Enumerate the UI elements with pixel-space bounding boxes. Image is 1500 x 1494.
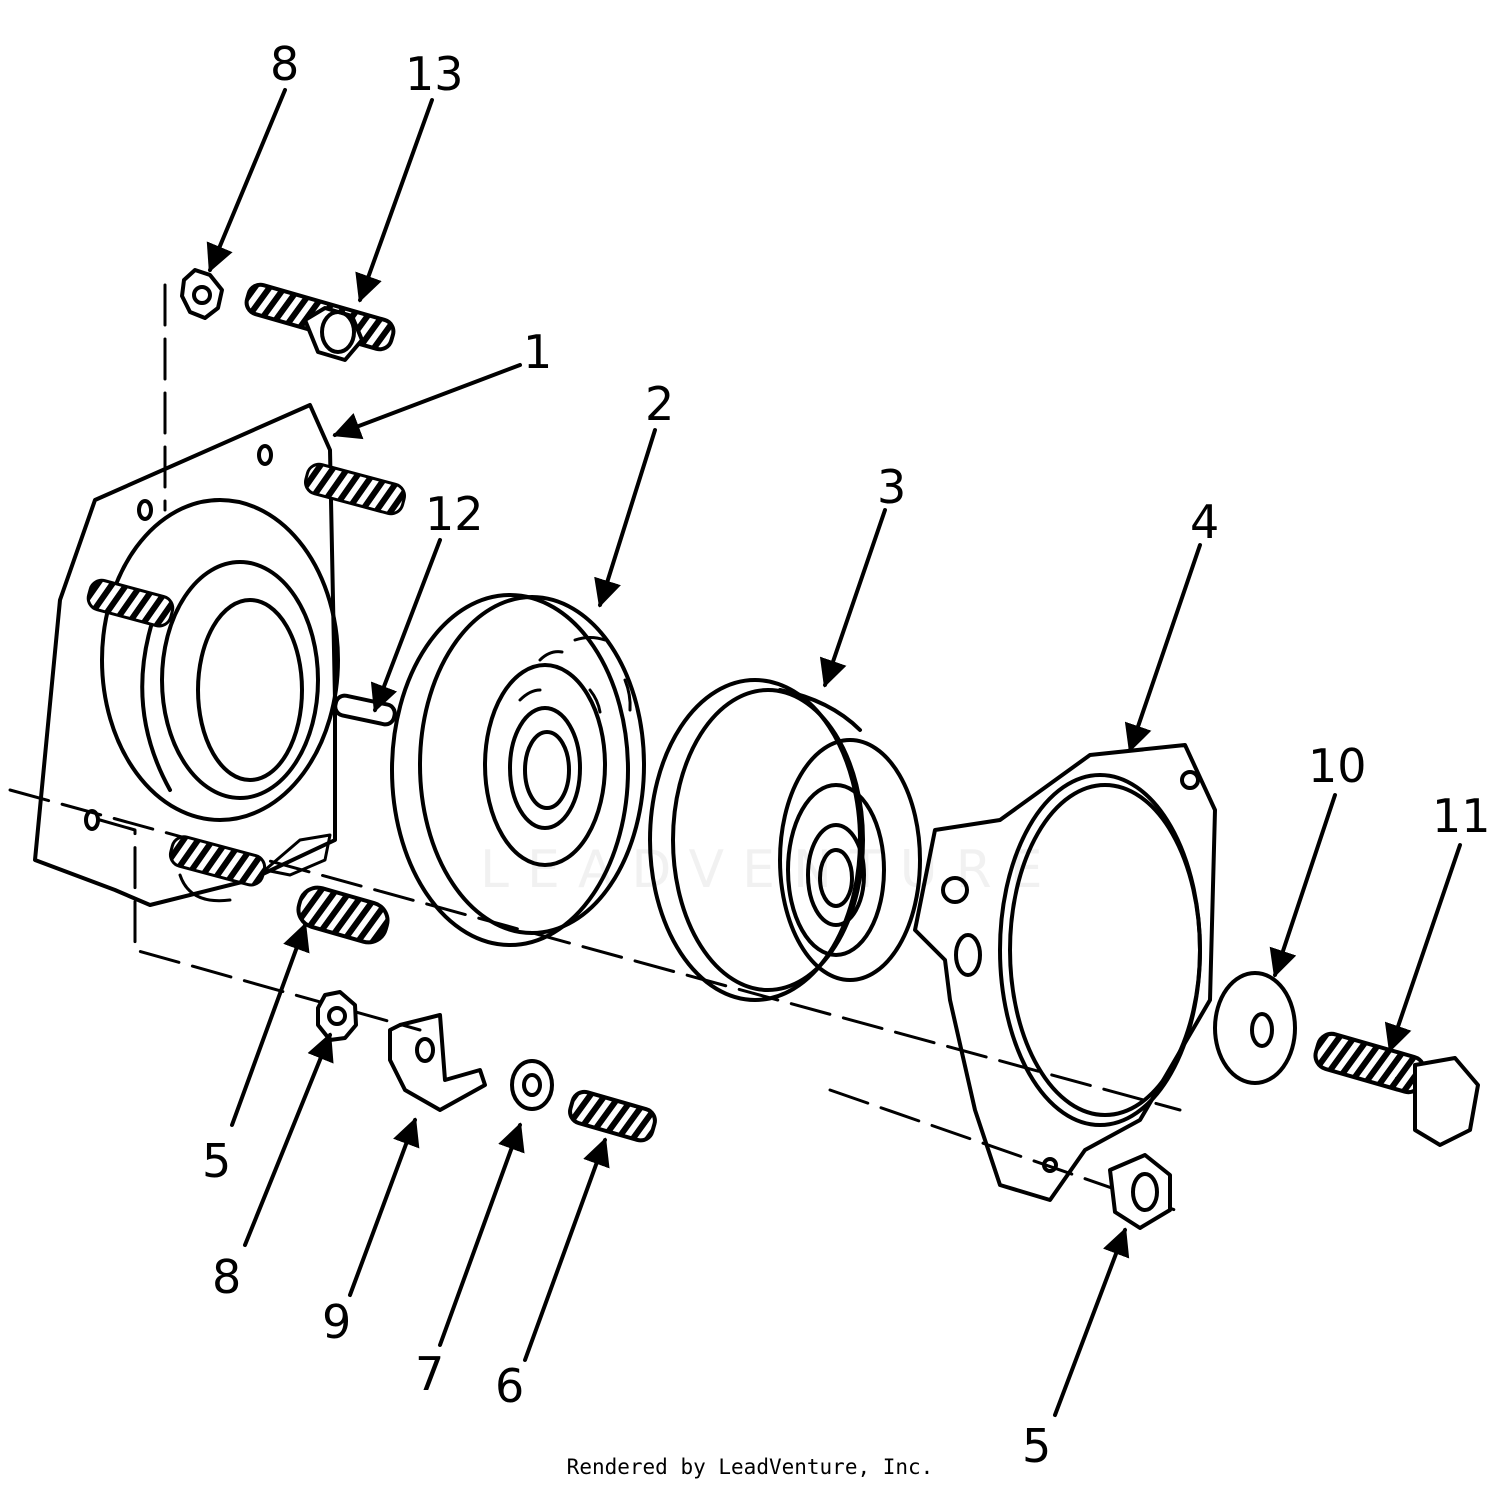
callout-8-top: 8: [270, 37, 299, 91]
part-6-bolt: [568, 1089, 657, 1143]
callout-11: 11: [1432, 789, 1491, 843]
part-3-pulley: [648, 678, 922, 1002]
part-8-star-nut-bottom: [316, 990, 358, 1042]
callout-3: 3: [877, 460, 906, 514]
callout-5-left: 5: [202, 1134, 231, 1188]
callout-7: 7: [415, 1347, 444, 1401]
plate-studs: [86, 462, 406, 903]
part-8-star-nut-top: [180, 268, 224, 320]
callout-6: 6: [495, 1359, 524, 1413]
callout-12: 12: [425, 487, 484, 541]
part-2-armature: [390, 593, 646, 947]
callout-10: 10: [1308, 739, 1367, 793]
part-1-field-coil: [100, 498, 340, 822]
callout-13: 13: [405, 47, 464, 101]
render-credit-footer: Rendered by LeadVenture, Inc.: [566, 1455, 934, 1479]
callout-labels: 8 13 1 2 3 4 12 10 11 5 8 9 7 6 5: [202, 37, 1491, 1473]
center-lines: [8, 283, 1182, 1212]
callout-1: 1: [523, 325, 552, 379]
part-4-housing: [913, 743, 1217, 1202]
part-1-mounting-plate: [33, 403, 337, 907]
callout-9: 9: [322, 1295, 351, 1349]
callout-2: 2: [645, 377, 674, 431]
leader-arrows: [206, 88, 1462, 1417]
part-12-key: [333, 693, 397, 727]
callout-8-bottom: 8: [212, 1250, 241, 1304]
part-7-lock-washer: [510, 1059, 554, 1111]
part-5-hex-nut-right: [1108, 1153, 1172, 1230]
watermark: LEADVENTURE: [480, 840, 1061, 900]
part-10-washer: [1213, 971, 1297, 1085]
callout-5-right: 5: [1022, 1419, 1051, 1473]
part-9-bracket: [388, 1013, 487, 1112]
callout-4: 4: [1190, 495, 1219, 549]
part-11-bolt: [1313, 1031, 1480, 1147]
part-13-stud: [244, 282, 396, 362]
part-5-nut-left: [296, 885, 390, 945]
